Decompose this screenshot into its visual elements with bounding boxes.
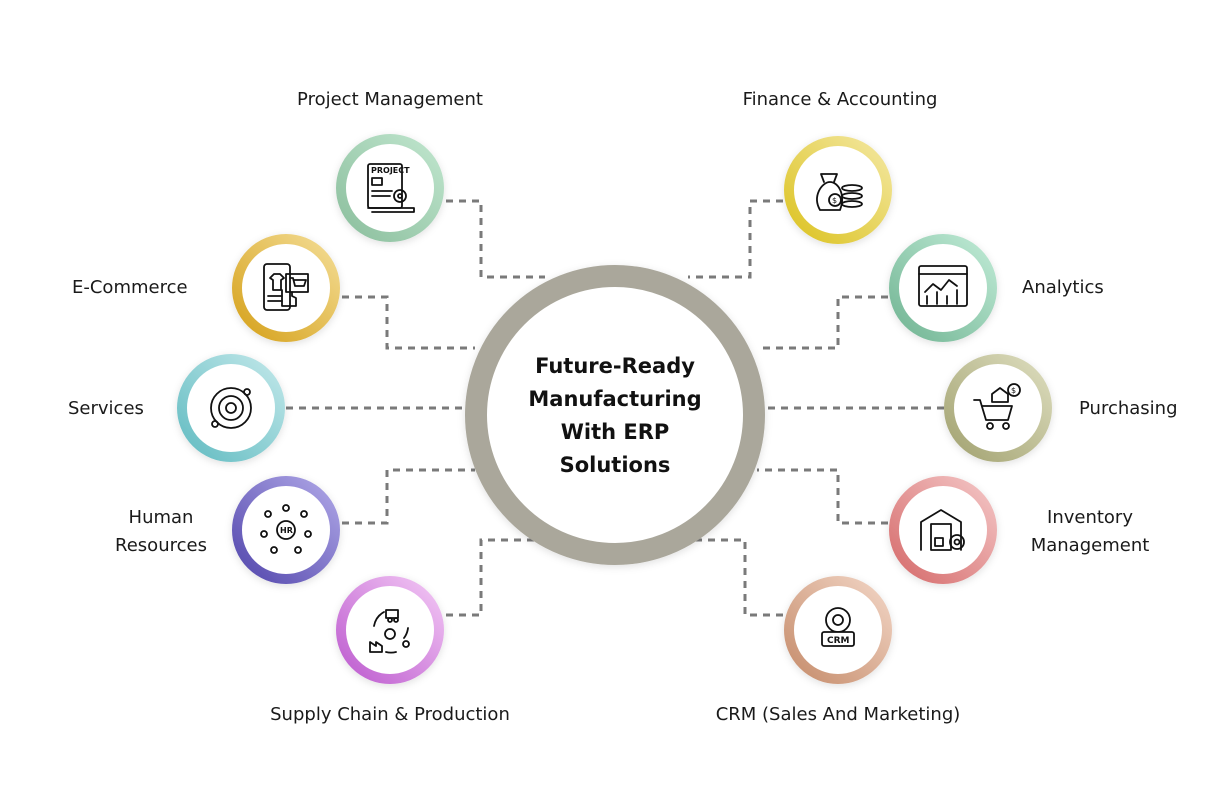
supply-cycle-icon [369, 609, 410, 654]
connector-crm [688, 538, 783, 617]
module-node-inventory [889, 476, 997, 584]
connector-project-management [446, 199, 545, 279]
connector-supply-chain [446, 538, 545, 617]
analytics-chart-icon [918, 265, 968, 307]
module-ring [232, 476, 340, 584]
connector-inventory [757, 468, 888, 525]
module-ring [336, 134, 444, 242]
label-line: Management [1030, 535, 1150, 556]
center-title: Future-Ready Manufacturing With ERP Solu… [515, 350, 715, 482]
module-node-ecommerce [232, 234, 340, 342]
warehouse-icon [920, 509, 965, 551]
svg-text:$: $ [832, 196, 837, 205]
label-finance: Finance & Accounting [742, 89, 938, 110]
module-node-human-resources: HR [232, 476, 340, 584]
connector-ecommerce [342, 295, 475, 350]
module-ring [784, 576, 892, 684]
module-ring [889, 476, 997, 584]
module-node-supply-chain [336, 576, 444, 684]
label-ecommerce: E-Commerce [72, 277, 188, 298]
mobile-shopping-icon [263, 263, 309, 311]
title-line: Manufacturing [528, 387, 702, 411]
svg-text:CRM: CRM [827, 636, 850, 646]
label-purchasing: Purchasing [1079, 398, 1178, 419]
label-line: Human [128, 507, 194, 528]
label-line: Inventory [1047, 507, 1133, 528]
hr-network-icon: HR [260, 504, 312, 554]
module-node-project-management: PROJECT [336, 134, 444, 242]
module-node-crm: CRM [784, 576, 892, 684]
module-node-purchasing: $ [944, 354, 1052, 462]
gear-cycle-icon [210, 387, 252, 429]
svg-text:HR: HR [280, 526, 293, 535]
crm-gear-icon: CRM [821, 607, 855, 647]
title-line: Solutions [559, 453, 671, 477]
module-ring [784, 136, 892, 244]
label-inventory: Inventory Management [1031, 504, 1150, 560]
module-ring [336, 576, 444, 684]
label-project-management: Project Management [297, 89, 483, 110]
money-bag-icon: $ [816, 173, 863, 211]
connector-analytics [757, 295, 888, 350]
title-line: Future-Ready [535, 354, 695, 378]
label-crm: CRM (Sales And Marketing) [715, 704, 961, 725]
label-services: Services [68, 398, 144, 419]
svg-text:PROJECT: PROJECT [371, 166, 410, 175]
label-analytics: Analytics [1022, 277, 1104, 298]
project-document-icon: PROJECT [367, 163, 415, 213]
module-ring [177, 354, 285, 462]
shopping-cart-icon: $ [973, 383, 1021, 430]
connectors [286, 199, 944, 617]
label-line: Resources [115, 535, 207, 556]
label-human-resources: Human Resources [115, 504, 207, 560]
module-node-finance: $ [784, 136, 892, 244]
svg-text:$: $ [1011, 386, 1016, 395]
title-line: With ERP [560, 420, 670, 444]
module-ring [944, 354, 1052, 462]
connector-finance [688, 199, 783, 279]
module-node-analytics [889, 234, 997, 342]
connector-human-resources [342, 468, 475, 525]
label-supply-chain: Supply Chain & Production [270, 704, 510, 725]
center-hub [465, 265, 765, 565]
module-node-services [177, 354, 285, 462]
